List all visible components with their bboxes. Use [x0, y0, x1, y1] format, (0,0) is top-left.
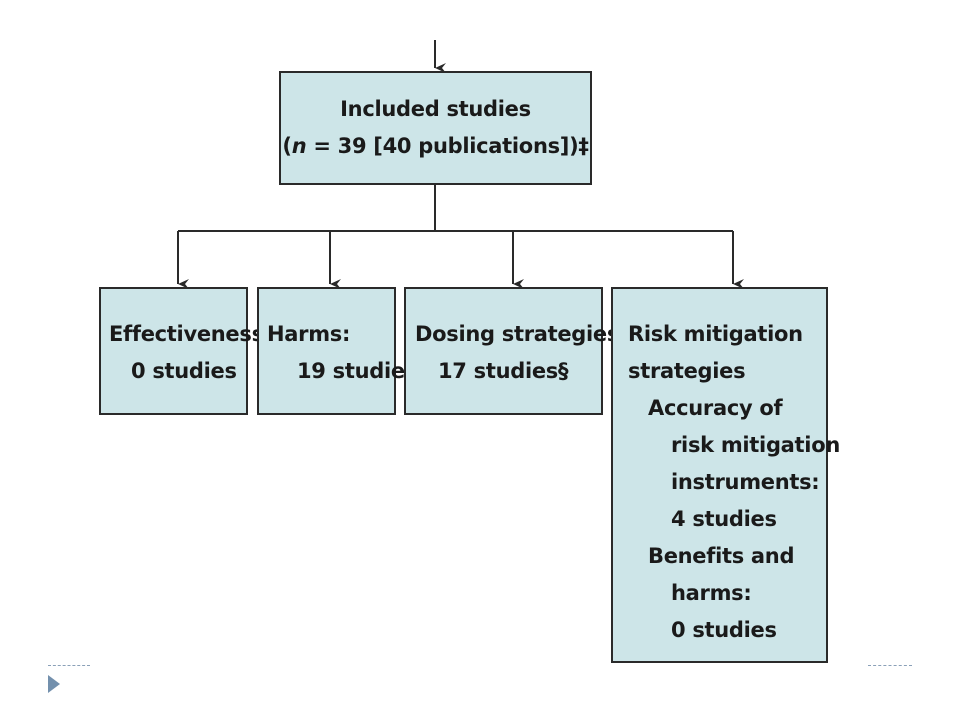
included-count-open: (: [282, 134, 292, 158]
risk-title-line2: strategies: [628, 359, 746, 383]
next-slide-icon[interactable]: [48, 675, 60, 693]
dosing-count: 17 studies§: [438, 359, 569, 383]
benefits-count: 0 studies: [671, 618, 777, 642]
accuracy-label-line2: risk mitigation: [671, 433, 840, 457]
footer-divider-left: [48, 665, 90, 666]
n-variable: n: [291, 134, 307, 158]
harms-label: Harms:: [267, 322, 351, 346]
included-title: Included studies: [340, 97, 531, 121]
included-studies-box: Included studies (n = 39 [40 publication…: [279, 71, 592, 185]
benefits-label-line2: harms:: [671, 581, 752, 605]
effectiveness-label: Effectiveness:: [109, 322, 272, 346]
effectiveness-count: 0 studies: [131, 359, 237, 383]
included-count: (n = 39 [40 publications])‡: [281, 128, 590, 165]
dosing-label: Dosing strategies:: [415, 322, 628, 346]
accuracy-label-line3: instruments:: [671, 470, 820, 494]
effectiveness-box: Effectiveness: 0 studies: [99, 287, 272, 415]
dosing-box: Dosing strategies: 17 studies§: [404, 287, 628, 415]
harms-box: Harms: 19 studies: [257, 287, 417, 415]
risk-title-line1: Risk mitigation: [628, 322, 803, 346]
accuracy-label-line1: Accuracy of: [648, 396, 783, 420]
accuracy-count: 4 studies: [671, 507, 777, 531]
risk-mitigation-box: Risk mitigation strategies Accuracy of r…: [611, 287, 840, 663]
footer-divider-right: [868, 665, 912, 666]
harms-count: 19 studies: [297, 359, 417, 383]
benefits-label-line1: Benefits and: [648, 544, 795, 568]
included-count-value: = 39 [40 publications])‡: [306, 134, 589, 158]
